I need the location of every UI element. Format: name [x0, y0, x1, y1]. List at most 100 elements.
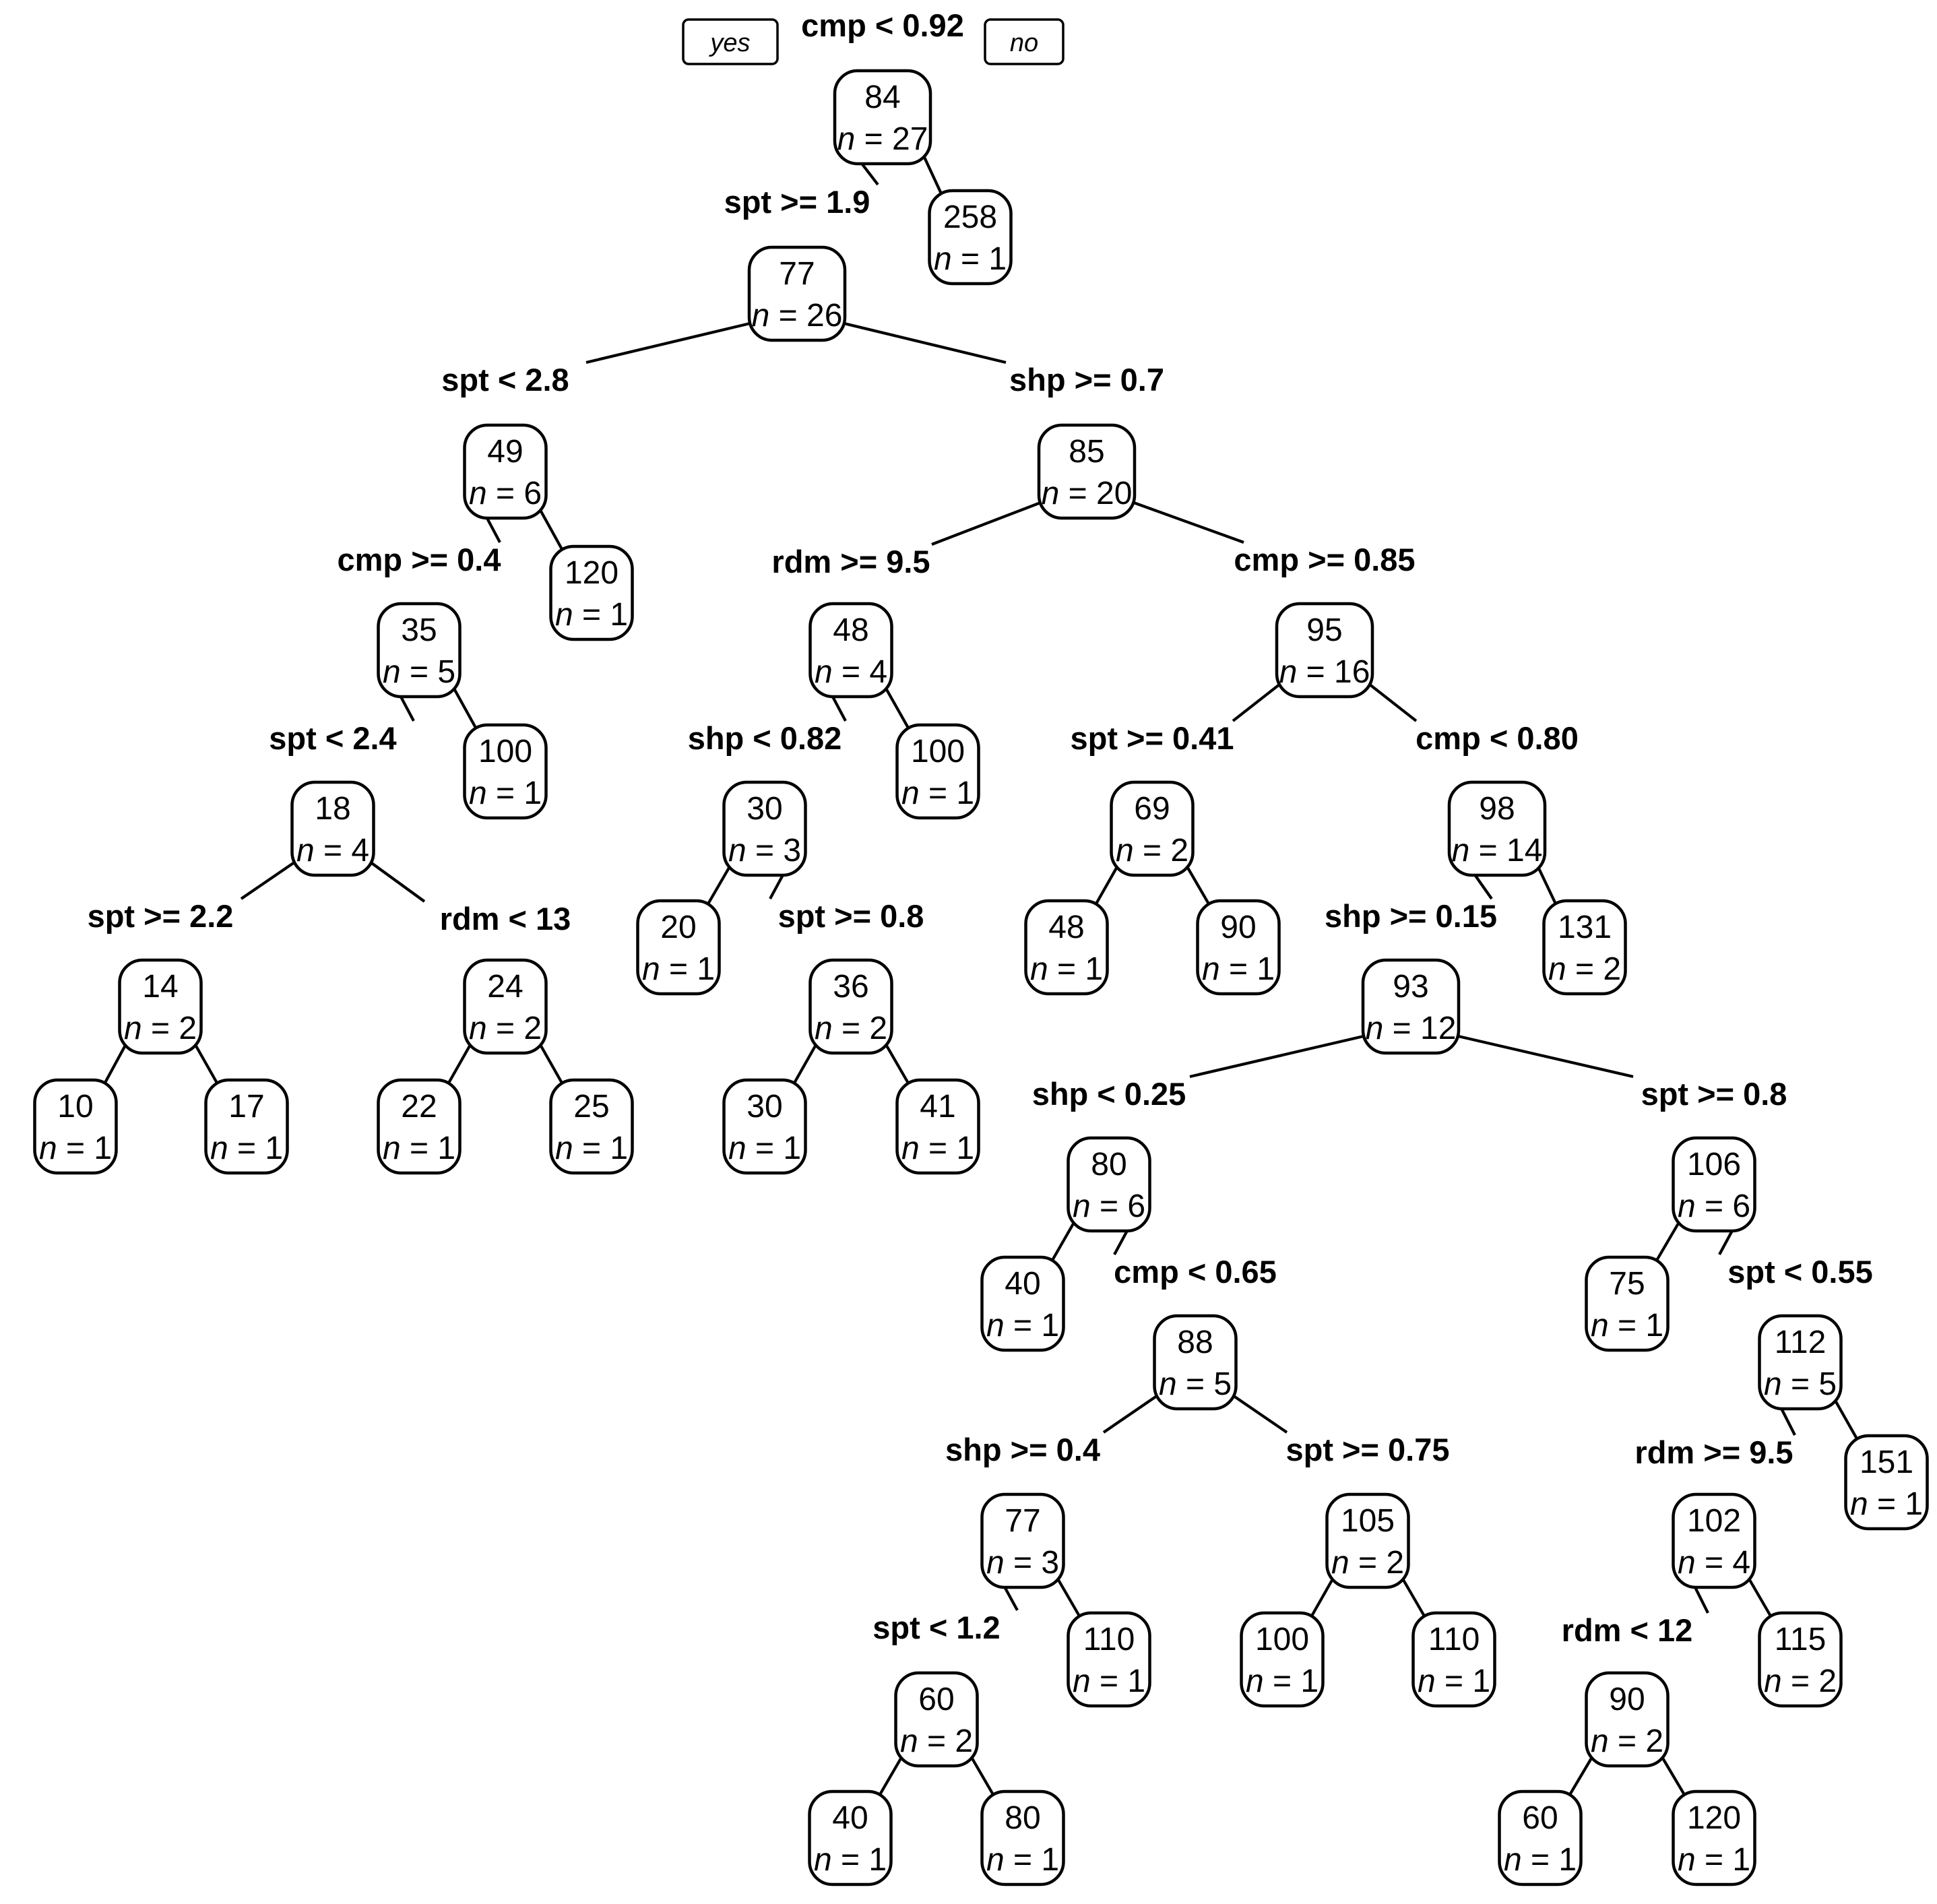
n-symbol: n	[1331, 1545, 1349, 1581]
node-count: n = 27	[837, 121, 928, 157]
n-symbol: n	[986, 1842, 1005, 1878]
leaf-node: 75n = 1	[1585, 1255, 1670, 1352]
leaf-node: 17n = 1	[204, 1078, 289, 1175]
node-box	[808, 602, 893, 699]
n-value: = 1	[832, 1842, 887, 1878]
n-symbol: n	[1073, 1663, 1091, 1699]
internal-node: 69n = 2	[1110, 780, 1195, 877]
node-value: 100	[478, 734, 532, 769]
node-value: 25	[573, 1089, 609, 1124]
node-count: n = 1	[1678, 1842, 1750, 1878]
n-value: = 1	[401, 1131, 455, 1166]
node-box	[1542, 899, 1627, 996]
node-count: n = 1	[986, 1842, 1059, 1878]
node-value: 49	[487, 434, 523, 470]
n-symbol: n	[1202, 951, 1220, 987]
internal-node: 90n = 2	[1585, 1671, 1670, 1768]
node-value: 90	[1609, 1682, 1645, 1717]
node-count: n = 2	[815, 1011, 887, 1046]
node-box	[1758, 1611, 1843, 1708]
node-value: 35	[401, 612, 437, 648]
node-box	[1110, 780, 1195, 877]
leaf-node: 258 n = 1	[928, 189, 1013, 286]
leaf-node: 40n = 1	[808, 1789, 893, 1886]
n-value: = 1	[1005, 1308, 1059, 1343]
split-rule-label: shp < 0.82	[688, 720, 842, 756]
leaf-node: 80n = 1	[980, 1789, 1065, 1886]
node-count: n = 1	[901, 1131, 974, 1166]
n-value: = 1	[747, 1131, 801, 1166]
n-symbol: n	[1366, 1011, 1384, 1046]
n-value: = 1	[920, 1131, 974, 1166]
internal-node: 48n = 4	[808, 602, 893, 699]
node-value: 88	[1177, 1325, 1213, 1360]
node-value: 258	[943, 199, 997, 235]
n-symbol: n	[1159, 1366, 1177, 1402]
n-symbol: n	[1279, 654, 1298, 690]
n-value: = 1	[1522, 1842, 1577, 1878]
node-box	[1585, 1255, 1670, 1352]
internal-node: 18n = 4	[290, 780, 375, 877]
n-value: = 1	[1005, 1842, 1059, 1878]
node-count: n = 1	[986, 1308, 1059, 1343]
node-value: 105	[1341, 1503, 1395, 1539]
n-value: = 1	[1091, 1663, 1145, 1699]
split-rule-label: rdm >= 9.5	[1634, 1434, 1793, 1470]
node-count: n = 1	[934, 241, 1007, 277]
n-symbol: n	[39, 1131, 57, 1166]
split-rule-label: spt >= 0.75	[1286, 1432, 1450, 1467]
n-symbol: n	[1418, 1663, 1436, 1699]
node-box	[1844, 1434, 1929, 1531]
n-symbol: n	[383, 654, 401, 690]
node-count: n = 14	[1452, 833, 1543, 868]
n-value: = 2	[142, 1011, 197, 1046]
node-value: 85	[1069, 434, 1104, 470]
node-value: 120	[565, 555, 618, 591]
node-value: 110	[1428, 1622, 1480, 1657]
n-value: = 27	[855, 121, 928, 157]
node-count: n = 12	[1366, 1011, 1457, 1046]
split-rule-label: rdm < 12	[1562, 1612, 1693, 1648]
internal-node: 98n = 14	[1447, 780, 1547, 877]
node-value: 106	[1687, 1147, 1741, 1182]
n-symbol: n	[1678, 1842, 1696, 1878]
n-symbol: n	[1042, 476, 1060, 511]
n-value: = 1	[1264, 1663, 1319, 1699]
node-value: 151	[1860, 1445, 1913, 1480]
n-symbol: n	[752, 298, 770, 334]
n-value: = 1	[228, 1131, 283, 1166]
n-value: = 20	[1059, 476, 1132, 511]
node-box	[980, 1789, 1065, 1886]
n-symbol: n	[642, 951, 660, 987]
n-symbol: n	[901, 775, 920, 811]
node-value: 24	[487, 969, 523, 1005]
yes-branch-label: yes	[708, 29, 750, 57]
node-value: 93	[1393, 969, 1428, 1005]
n-value: = 16	[1297, 654, 1370, 690]
n-value: = 2	[1566, 951, 1621, 987]
node-box	[1672, 1492, 1756, 1589]
node-value: 95	[1306, 612, 1342, 648]
n-symbol: n	[728, 1131, 747, 1166]
node-count: n = 1	[642, 951, 715, 987]
n-symbol: n	[555, 1131, 573, 1166]
node-value: 75	[1609, 1266, 1645, 1302]
n-symbol: n	[1678, 1545, 1696, 1581]
node-count: n = 1	[39, 1131, 112, 1166]
internal-node: 80n = 6	[1067, 1136, 1151, 1233]
tree-edge	[832, 319, 1007, 364]
internal-node: 77n = 26	[747, 245, 847, 342]
n-symbol: n	[1452, 833, 1470, 868]
n-value: = 1	[487, 775, 542, 811]
node-box	[928, 189, 1013, 286]
